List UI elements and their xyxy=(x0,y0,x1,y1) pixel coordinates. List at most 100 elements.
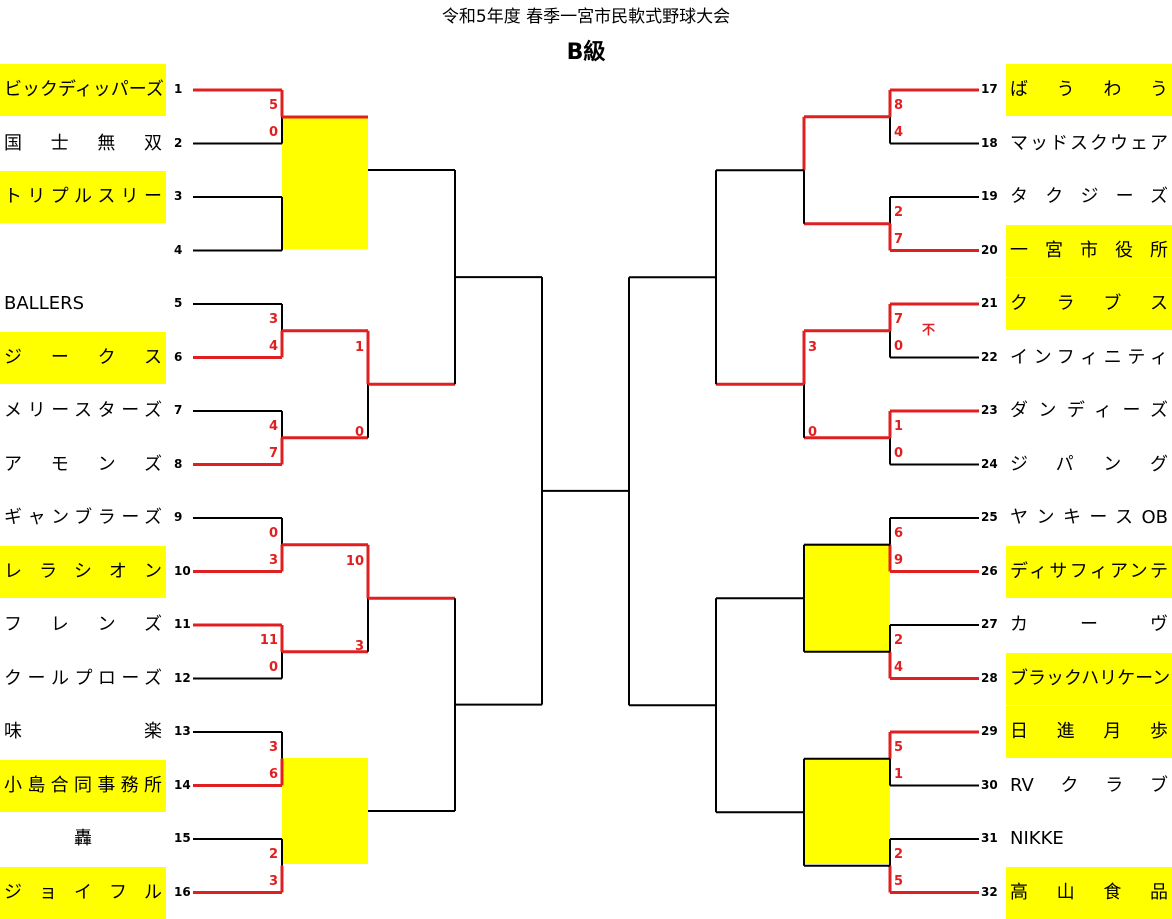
score: 6 xyxy=(269,767,278,782)
score: 10 xyxy=(346,554,364,569)
score: 7 xyxy=(894,312,903,327)
seed-number: 21 xyxy=(981,296,998,310)
team-31: NIKKE xyxy=(1010,828,1064,849)
team-10: レラシオン xyxy=(0,545,166,598)
team-5: BALLERS xyxy=(4,293,85,314)
seed-number: 24 xyxy=(981,456,998,471)
seed-number: 8 xyxy=(174,456,183,471)
score: 2 xyxy=(269,847,278,862)
score: 0 xyxy=(269,660,278,675)
team-21: クラブス xyxy=(1006,278,1172,330)
tournament-title: 令和5年度 春季一宮市民軟式野球大会 xyxy=(441,7,731,27)
score: 1 xyxy=(894,767,903,782)
team-24: ジパング xyxy=(1010,453,1168,475)
team-23: ダンディーズ xyxy=(1010,400,1168,421)
score: 3 xyxy=(269,553,278,568)
seed-number: 12 xyxy=(174,670,191,685)
division-title: B級 xyxy=(566,40,606,65)
seed-number: 15 xyxy=(174,831,191,845)
team-32: 高山食品 xyxy=(1006,866,1172,919)
score: 0 xyxy=(269,125,278,140)
score: 3 xyxy=(808,340,817,355)
seed-number: 13 xyxy=(174,724,191,738)
team-19: タクジーズ xyxy=(1010,186,1168,207)
team-2: 国士無双 xyxy=(4,132,162,154)
team-6: ジークス xyxy=(0,331,166,384)
team-16: ジョイフル xyxy=(0,866,166,919)
team-20: 一宮市役所 xyxy=(1006,224,1172,277)
score: 4 xyxy=(894,660,903,675)
score: 5 xyxy=(894,740,903,755)
seed-number: 14 xyxy=(174,777,191,792)
team-9: ギャンブラーズ xyxy=(4,507,162,528)
seed-number: 3 xyxy=(174,189,183,203)
seed-number: 4 xyxy=(174,242,183,257)
score: 1 xyxy=(355,340,364,355)
score: 3 xyxy=(269,740,278,755)
score: 9 xyxy=(894,553,903,568)
seed-number: 9 xyxy=(174,510,183,524)
score: 0 xyxy=(269,526,278,541)
score: 7 xyxy=(269,446,278,461)
team-1: ビックディッパーズ xyxy=(0,64,166,116)
score: 2 xyxy=(894,847,903,862)
forfeit-note: 不 xyxy=(922,323,935,338)
seed-number: 23 xyxy=(981,403,998,417)
score: 4 xyxy=(894,125,903,140)
seed-number: 18 xyxy=(981,135,998,150)
score: 0 xyxy=(808,425,817,440)
pending-box-left-4 xyxy=(282,758,368,864)
seed-number: 27 xyxy=(981,617,998,631)
team-11: フレンズ xyxy=(4,614,162,635)
score: 3 xyxy=(355,639,364,654)
seed-number: 10 xyxy=(174,563,191,578)
team-22: インフィニティ xyxy=(1010,346,1168,368)
score: 11 xyxy=(260,633,278,648)
team-15: 轟 xyxy=(74,828,92,849)
score: 0 xyxy=(355,425,364,440)
score: 7 xyxy=(894,232,903,247)
score: 2 xyxy=(894,633,903,648)
score: 6 xyxy=(894,526,903,541)
pending-box-left-1 xyxy=(282,117,368,249)
score: 1 xyxy=(894,419,903,434)
score: 0 xyxy=(894,339,903,354)
seed-number: 20 xyxy=(981,242,998,257)
seed-number: 29 xyxy=(981,724,998,738)
team-30: RVクラブ xyxy=(1010,774,1168,796)
score: 3 xyxy=(269,312,278,327)
team-8: アモンズ xyxy=(4,453,162,475)
score: 3 xyxy=(269,874,278,889)
score: 8 xyxy=(894,98,903,113)
seed-number: 26 xyxy=(981,563,998,578)
seed-number: 30 xyxy=(981,777,998,792)
score: 5 xyxy=(894,874,903,889)
seed-number: 17 xyxy=(981,82,998,96)
team-14: 小島合同事務所 xyxy=(0,759,166,812)
seed-number: 11 xyxy=(174,617,191,631)
seed-number: 19 xyxy=(981,189,998,203)
pending-box-right-8 xyxy=(804,758,890,864)
team-3: トリプルスリー xyxy=(0,171,166,223)
seed-number: 31 xyxy=(981,831,998,845)
team-26: ディサフィアンテ xyxy=(1006,545,1172,598)
seed-number: 22 xyxy=(981,349,998,364)
team-12: クールプローズ xyxy=(4,667,162,689)
score: 4 xyxy=(269,339,278,354)
team-13: 味楽 xyxy=(4,721,162,742)
team-29: 日進月歩 xyxy=(1006,706,1172,758)
seed-number: 5 xyxy=(174,296,183,310)
team-17: ばうわう xyxy=(1006,64,1172,116)
seed-number: 25 xyxy=(981,510,998,524)
team-25: ヤンキースOB xyxy=(1010,507,1168,528)
team-7: メリースターズ xyxy=(4,400,162,421)
score: 2 xyxy=(894,205,903,220)
team-28: ブラックハリケーン xyxy=(1006,652,1172,705)
pending-box-right-5 xyxy=(804,543,890,651)
score: 4 xyxy=(269,419,278,434)
seed-number: 32 xyxy=(981,884,998,899)
seed-number: 7 xyxy=(174,403,183,417)
team-18: マッドスクウェア xyxy=(1010,132,1168,154)
team-27: カーヴ xyxy=(1010,614,1168,635)
